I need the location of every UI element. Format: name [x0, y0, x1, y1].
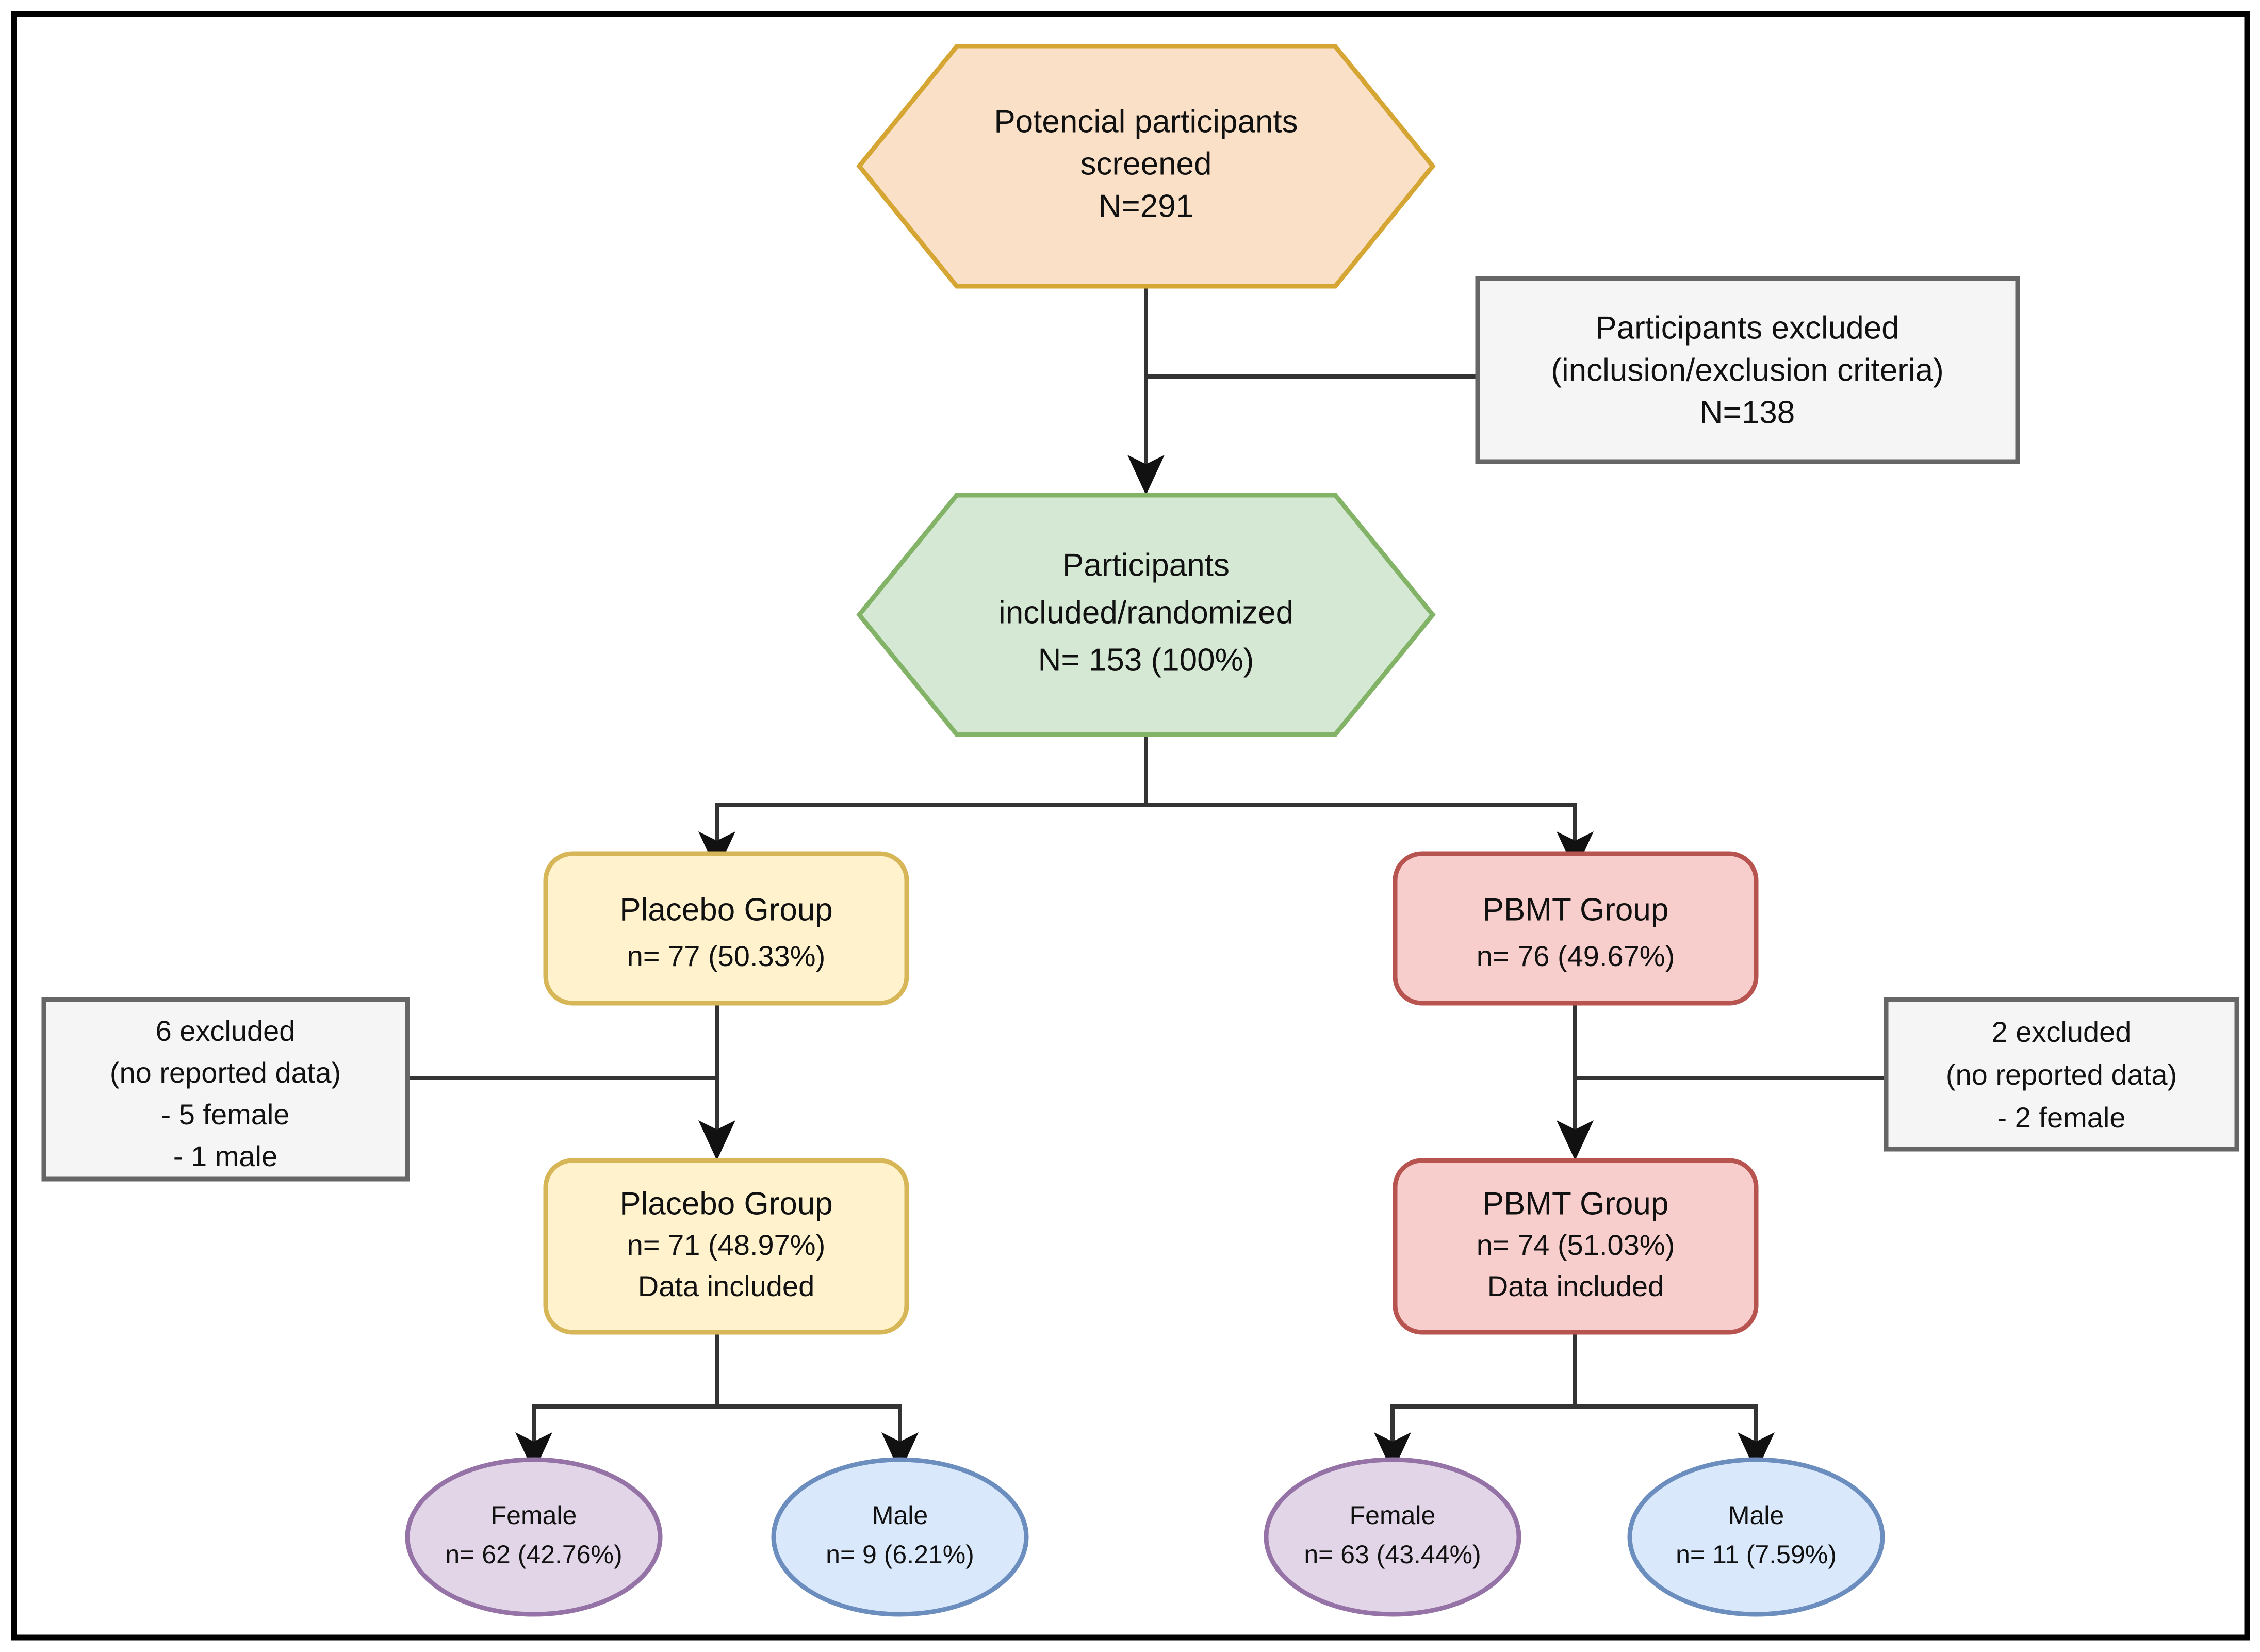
arrowhead-placebo-included — [698, 1120, 735, 1160]
node-placebo-included[interactable]: Placebo Group n= 71 (48.97%) Data includ… — [543, 1158, 909, 1335]
arrowhead-placebo-female — [515, 1432, 552, 1473]
figure-border — [11, 11, 2250, 1641]
hexagon-shape-screened — [856, 44, 1436, 289]
arrowhead-pbmt-male — [1738, 1432, 1775, 1473]
randomized-line-3: N= 153 (100%) — [1038, 642, 1254, 678]
placebo-male-line-2: n= 9 (6.21%) — [826, 1540, 974, 1569]
arrowhead-placebo-male — [881, 1432, 919, 1473]
pbmt-included-line-1: PBMT Group — [1483, 1186, 1669, 1221]
arrowhead-pbmt-included — [1557, 1120, 1594, 1160]
hexagon-shape-randomized — [856, 493, 1436, 737]
rounded-rect-shape-placebo-group — [543, 851, 909, 1006]
placebo-group-line-2: n= 77 (50.33%) — [627, 940, 825, 972]
node-pbmt-group[interactable]: PBMT Group n= 76 (49.67%) — [1393, 851, 1759, 1006]
rounded-rect-shape-pbmt-included — [1393, 1158, 1759, 1335]
excluded-screening-line-3: N=138 — [1700, 395, 1795, 430]
rounded-rect-shape-placebo-included — [543, 1158, 909, 1335]
node-pbmt-excluded[interactable]: 2 excluded (no reported data) - 2 female — [1884, 997, 2239, 1152]
placebo-included-line-2: n= 71 (48.97%) — [627, 1229, 825, 1261]
placebo-excluded-line-2: (no reported data) — [110, 1056, 341, 1089]
screened-line-1: Potencial participants — [994, 104, 1298, 139]
rect-shape-placebo-excluded — [41, 997, 410, 1182]
pbmt-included-line-3: Data included — [1487, 1270, 1664, 1302]
node-placebo-excluded[interactable]: 6 excluded (no reported data) - 5 female… — [41, 997, 410, 1182]
randomized-line-1: Participants — [1062, 547, 1230, 583]
screened-line-2: screened — [1080, 146, 1211, 182]
node-placebo-male[interactable]: Male n= 9 (6.21%) — [771, 1457, 1029, 1617]
pbmt-male-line-2: n= 11 (7.59%) — [1676, 1540, 1837, 1569]
node-placebo-female[interactable]: Female n= 62 (42.76%) — [405, 1457, 663, 1617]
excluded-screening-line-2: (inclusion/exclusion criteria) — [1551, 352, 1944, 388]
placebo-male-line-1: Male — [872, 1501, 928, 1530]
pbmt-male-line-1: Male — [1728, 1501, 1784, 1530]
node-excluded-screening[interactable]: Participants excluded (inclusion/exclusi… — [1475, 276, 2020, 464]
randomized-line-2: included/randomized — [998, 595, 1293, 630]
ellipse-shape-pbmt-female — [1264, 1457, 1521, 1617]
node-pbmt-female[interactable]: Female n= 63 (43.44%) — [1264, 1457, 1521, 1617]
node-screened[interactable]: Potencial participants screened N=291 — [856, 44, 1436, 289]
excluded-screening-line-1: Participants excluded — [1595, 310, 1899, 346]
pbmt-excluded-line-2: (no reported data) — [1946, 1058, 2177, 1091]
placebo-included-line-3: Data included — [638, 1270, 814, 1302]
rect-shape-pbmt-excluded — [1884, 997, 2239, 1152]
node-pbmt-included[interactable]: PBMT Group n= 74 (51.03%) Data included — [1393, 1158, 1759, 1335]
pbmt-excluded-line-1: 2 excluded — [1992, 1016, 2132, 1048]
pbmt-female-line-1: Female — [1350, 1501, 1436, 1530]
ellipse-shape-pbmt-male — [1627, 1457, 1885, 1617]
placebo-group-line-1: Placebo Group — [619, 892, 833, 927]
arrowhead-pbmt-female — [1374, 1432, 1411, 1473]
rounded-rect-shape-pbmt-group — [1393, 851, 1759, 1006]
placebo-female-line-1: Female — [491, 1501, 577, 1530]
rect-shape-excluded-screening — [1475, 276, 2020, 464]
ellipse-shape-placebo-female — [405, 1457, 663, 1617]
placebo-included-line-1: Placebo Group — [619, 1186, 833, 1221]
pbmt-female-line-2: n= 63 (43.44%) — [1304, 1540, 1481, 1569]
arrowhead-randomized — [1127, 455, 1165, 495]
node-pbmt-male[interactable]: Male n= 11 (7.59%) — [1627, 1457, 1885, 1617]
node-placebo-group[interactable]: Placebo Group n= 77 (50.33%) — [543, 851, 909, 1006]
placebo-excluded-line-3: - 5 female — [161, 1098, 290, 1131]
placebo-female-line-2: n= 62 (42.76%) — [445, 1540, 622, 1569]
pbmt-included-line-2: n= 74 (51.03%) — [1477, 1229, 1675, 1261]
pbmt-excluded-line-3: - 2 female — [1997, 1101, 2126, 1134]
pbmt-group-line-1: PBMT Group — [1483, 892, 1669, 927]
node-randomized[interactable]: Participants included/randomized N= 153 … — [856, 493, 1436, 737]
ellipse-shape-placebo-male — [771, 1457, 1029, 1617]
screened-line-3: N=291 — [1099, 188, 1193, 224]
pbmt-group-line-2: n= 76 (49.67%) — [1477, 940, 1675, 972]
placebo-excluded-line-4: - 1 male — [173, 1140, 277, 1172]
placebo-excluded-line-1: 6 excluded — [156, 1015, 296, 1047]
